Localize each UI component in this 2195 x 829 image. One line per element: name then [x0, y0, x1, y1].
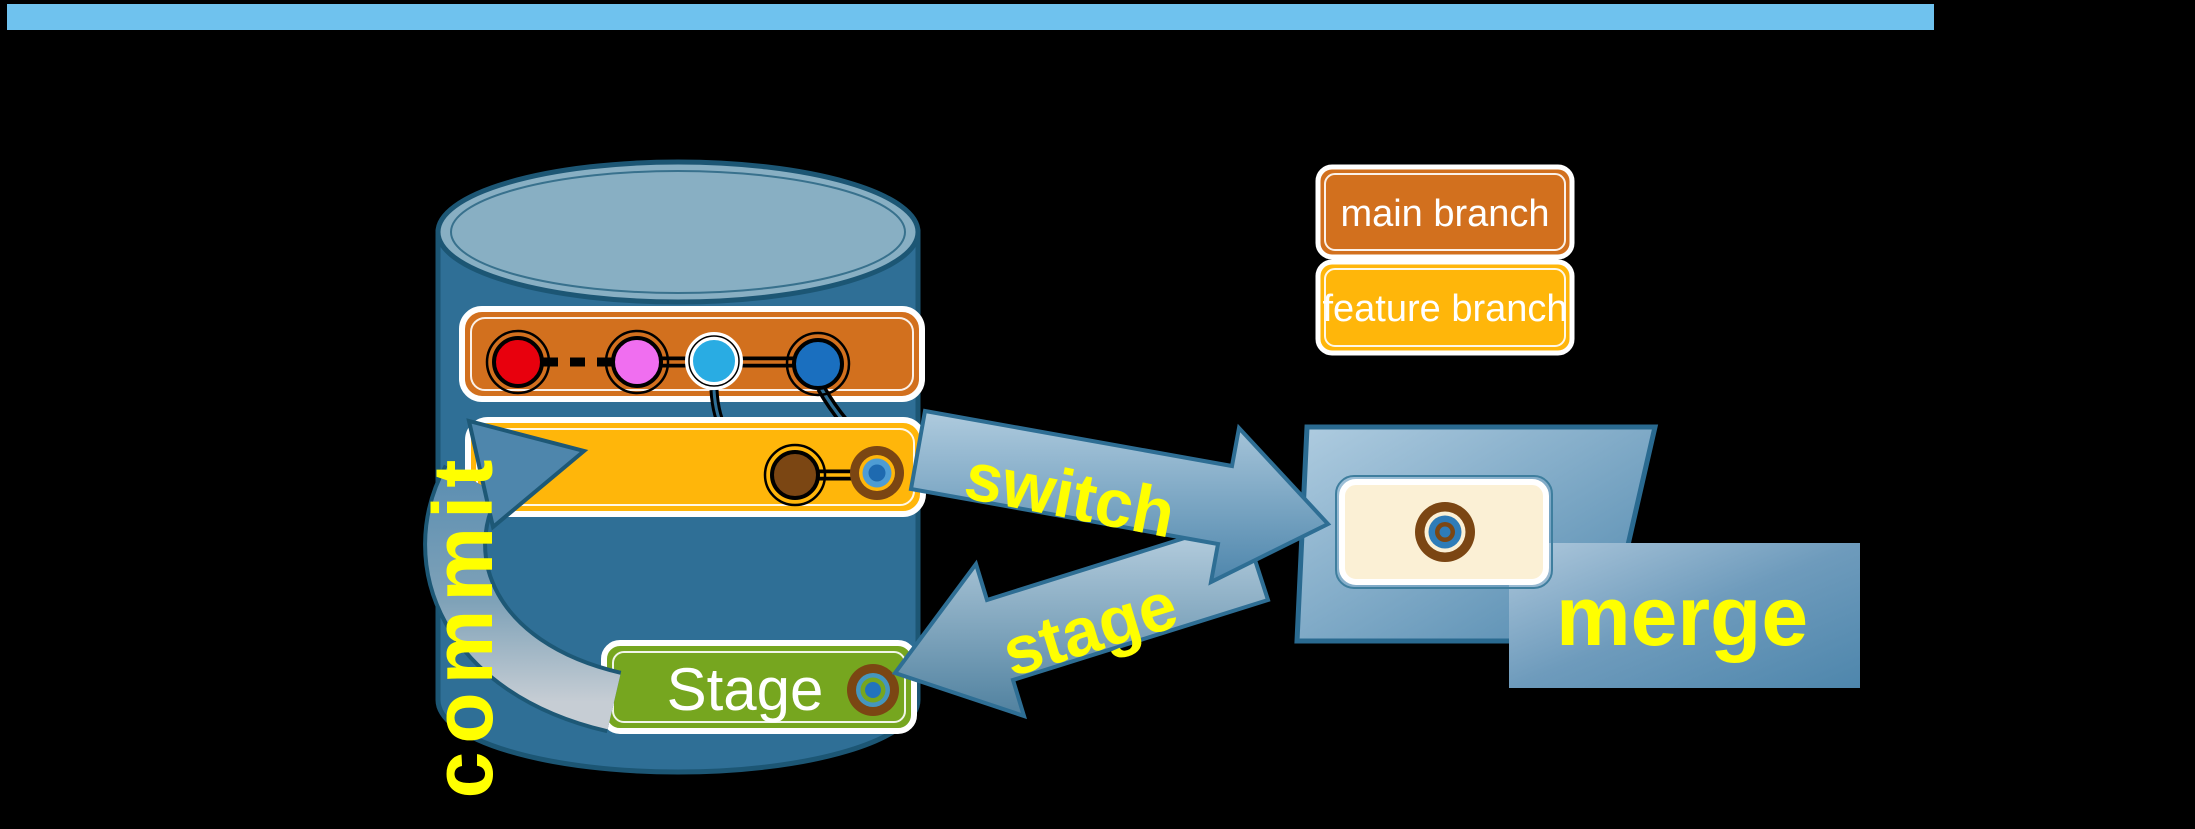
legend-feature-branch: feature branch	[1315, 259, 1575, 356]
commit-action-label: commit	[416, 452, 510, 799]
merge-box: merge	[1509, 543, 1860, 688]
commit-arrowhead-icon	[466, 418, 589, 531]
stage-row: Stage	[601, 640, 917, 734]
stage-target-icon	[847, 664, 899, 716]
legend-feature-branch-label: feature branch	[1322, 288, 1567, 330]
legend-main-branch: main branch	[1315, 164, 1575, 260]
legend-main-branch-label: main branch	[1340, 193, 1549, 235]
legend: main branch feature branch	[1315, 164, 1575, 356]
commit-node-magenta	[604, 329, 670, 395]
cylinder-top	[435, 159, 921, 305]
feature-branch-row	[465, 417, 926, 517]
commit-node-brown	[763, 443, 827, 507]
merge-action-label: merge	[1556, 569, 1808, 663]
commit-node-cyan-highlighted	[685, 332, 743, 390]
feature-head-target-icon	[850, 446, 904, 500]
top-accent-bar	[7, 4, 1934, 30]
switch-arrow	[908, 408, 1332, 586]
stage-row-label: Stage	[667, 656, 824, 723]
stage-arrow	[891, 517, 1271, 720]
commit-arrow	[423, 418, 622, 734]
workdir-target-icon	[1415, 502, 1475, 562]
commit-node-blue	[785, 331, 851, 397]
commit-node-red	[485, 329, 551, 395]
working-file-card	[1335, 475, 1553, 589]
